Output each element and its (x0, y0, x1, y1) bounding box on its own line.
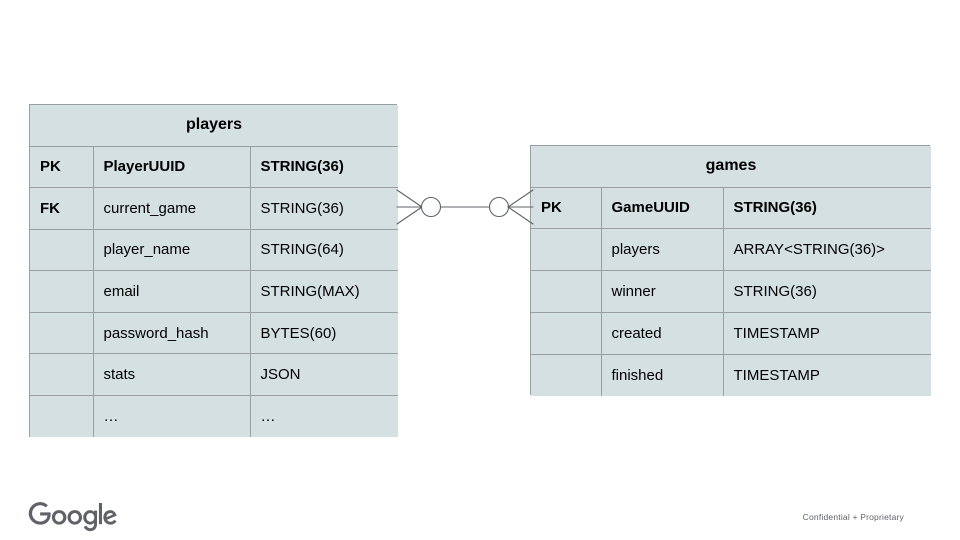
field-type: STRING(36) (249, 145, 399, 189)
field-name: player_name (92, 228, 251, 272)
table-row[interactable]: player_name STRING(64) (30, 228, 399, 272)
table-row[interactable]: FK current_game STRING(36) (30, 187, 399, 230)
field-type: JSON (249, 353, 399, 397)
table-row[interactable]: winner STRING(36) (531, 270, 932, 313)
field-type: TIMESTAMP (722, 353, 932, 396)
field-key-badge: PK (30, 145, 94, 189)
table-row[interactable]: password_hash BYTES(60) (30, 311, 399, 355)
field-type: ARRAY<STRING(36)> (722, 228, 932, 271)
field-type: STRING(36) (722, 270, 932, 313)
table-row[interactable]: finished TIMESTAMP (531, 353, 932, 396)
entity-games-grid: games PK GameUUID STRING(36) players ARR… (531, 146, 932, 396)
table-row[interactable]: email STRING(MAX) (30, 270, 399, 313)
field-key-badge (30, 311, 94, 355)
entity-table-games[interactable]: games PK GameUUID STRING(36) players ARR… (530, 145, 932, 396)
field-name: finished (600, 353, 724, 396)
field-key-badge (531, 270, 602, 313)
table-row[interactable]: players ARRAY<STRING(36)> (531, 228, 932, 271)
field-name: players (600, 228, 724, 271)
field-key-badge: FK (30, 187, 94, 230)
cardinality-zero-right-icon (488, 196, 510, 218)
field-name: current_game (92, 187, 251, 230)
table-row[interactable]: PK PlayerUUID STRING(36) (30, 145, 399, 189)
field-type: BYTES(60) (249, 311, 399, 355)
field-type: STRING(36) (722, 186, 932, 230)
entity-title-row: players (30, 105, 399, 147)
table-row[interactable]: PK GameUUID STRING(36) (531, 186, 932, 230)
field-type: STRING(36) (249, 187, 399, 230)
field-name: password_hash (92, 311, 251, 355)
crows-foot-left-icon (396, 189, 423, 225)
entity-players-grid: players PK PlayerUUID STRING(36) FK curr… (30, 105, 399, 438)
relationship-connector-many-to-many (396, 189, 534, 225)
field-key-badge (531, 353, 602, 396)
table-row[interactable]: stats JSON (30, 353, 399, 397)
field-type: STRING(MAX) (249, 270, 399, 313)
field-name: created (600, 311, 724, 355)
cardinality-zero-left-icon (420, 196, 442, 218)
field-name: winner (600, 270, 724, 313)
entity-title-games: games (531, 146, 932, 188)
field-key-badge (30, 270, 94, 313)
field-name: PlayerUUID (92, 145, 251, 189)
field-name-ellipsis: … (92, 395, 251, 438)
field-type: TIMESTAMP (722, 311, 932, 355)
field-name: email (92, 270, 251, 313)
field-key-badge: PK (531, 186, 602, 230)
field-type: STRING(64) (249, 228, 399, 272)
confidential-footer-text: Confidential + Proprietary (802, 512, 904, 522)
field-key-badge (531, 228, 602, 271)
field-type-ellipsis: … (249, 395, 399, 438)
field-key-badge (30, 228, 94, 272)
field-key-badge (30, 353, 94, 397)
table-row[interactable]: … … (30, 395, 399, 438)
entity-title-row: games (531, 146, 932, 188)
table-row[interactable]: created TIMESTAMP (531, 311, 932, 355)
field-key-badge (531, 311, 602, 355)
google-logo-icon (28, 502, 117, 532)
entity-table-players[interactable]: players PK PlayerUUID STRING(36) FK curr… (29, 104, 399, 438)
entity-title-players: players (30, 105, 399, 147)
field-name: GameUUID (600, 186, 724, 230)
field-name: stats (92, 353, 251, 397)
field-key-badge (30, 395, 94, 438)
